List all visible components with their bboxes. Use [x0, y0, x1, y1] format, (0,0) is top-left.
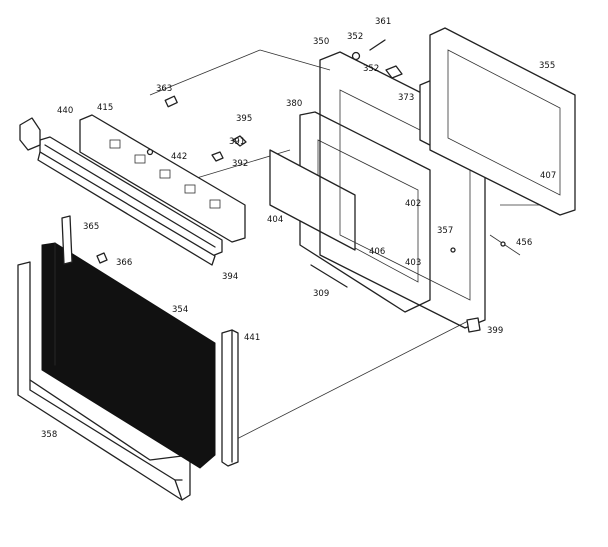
callout-456: 456 [516, 238, 532, 248]
callout-357: 357 [437, 226, 453, 236]
callout-394: 394 [222, 272, 238, 282]
callout-442: 442 [171, 152, 187, 162]
callout-350: 350 [313, 37, 329, 47]
callout-404: 404 [267, 215, 283, 225]
callout-391: 391 [229, 137, 245, 147]
callout-403: 403 [405, 258, 421, 268]
door-glass-panel [41, 242, 216, 469]
callout-355: 355 [539, 61, 555, 71]
end-cap [19, 117, 41, 151]
front-trim-strip [37, 136, 223, 266]
callout-399: 399 [487, 326, 503, 336]
callout-352: 352 [347, 32, 363, 42]
rear-frame [429, 27, 576, 216]
callout-441: 441 [244, 333, 260, 343]
callout-363: 363 [156, 84, 172, 94]
handle-bracket [79, 114, 246, 243]
callout-380: 380 [286, 99, 302, 109]
callout-440: 440 [57, 106, 73, 116]
callout-373: 373 [398, 93, 414, 103]
callout-309: 309 [313, 289, 329, 299]
callout-358: 358 [41, 430, 57, 440]
hardware [96, 39, 506, 333]
insulation-sheet [269, 149, 356, 251]
callout-395: 395 [236, 114, 252, 124]
callout-415: 415 [97, 103, 113, 113]
callout-402: 402 [405, 199, 421, 209]
callout-392: 392 [232, 159, 248, 169]
callout-365: 365 [83, 222, 99, 232]
callout-354: 354 [172, 305, 188, 315]
callout-361: 361 [375, 17, 391, 27]
callout-labels: 350 352 361 352 355 373 407 363 415 440 442 391 395 3… [41, 17, 556, 440]
callout-406: 406 [369, 247, 385, 257]
callout-352: 352 [363, 64, 379, 74]
callout-407: 407 [540, 171, 556, 181]
callout-366: 366 [116, 258, 132, 268]
side-channel [61, 215, 239, 467]
